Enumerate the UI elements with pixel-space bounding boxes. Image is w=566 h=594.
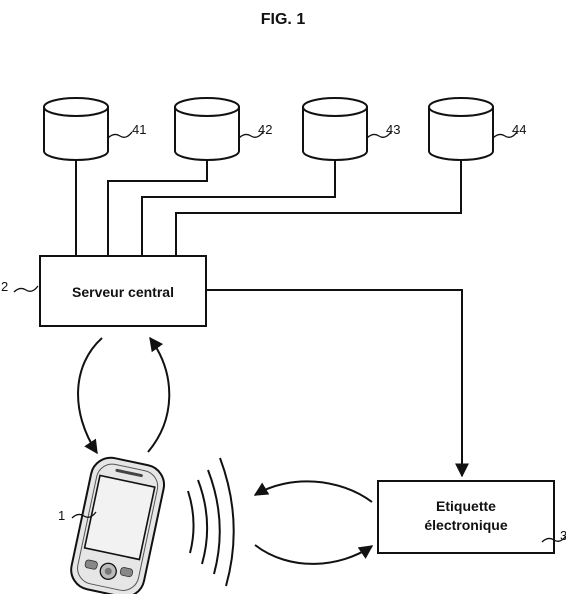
phone-to-tag-arrow (254, 544, 374, 565)
database-ref-44: 44 (512, 122, 526, 137)
database-ref-43: 43 (386, 122, 400, 137)
server-ref: 2 (1, 279, 8, 294)
database-42: 42 (174, 97, 272, 161)
tag-label-line2: électronique (424, 517, 507, 533)
database-links (75, 160, 462, 256)
database-44: 44 (428, 97, 526, 161)
server-to-tag-arrow (206, 289, 469, 478)
speaker-icon (115, 468, 143, 478)
phone-ref-leader (71, 511, 97, 519)
phone-ref: 1 (58, 508, 65, 523)
wireless-waves (187, 457, 235, 587)
phone-to-server-arrow (147, 336, 171, 453)
tag-label-line1: Etiquette (436, 498, 496, 514)
database-43: 43 (302, 97, 400, 161)
database-41: 41 (43, 97, 146, 161)
phone-screen (83, 474, 156, 561)
server-to-phone-arrow (77, 337, 103, 455)
mobile-phone (70, 456, 166, 594)
server-label: Serveur central (72, 284, 174, 300)
database-ref-42: 42 (258, 122, 272, 137)
database-ref-41: 41 (132, 122, 146, 137)
tag-ref: 3 (560, 528, 566, 543)
figure-title: FIG. 1 (261, 11, 306, 28)
tag-to-phone-arrow (253, 480, 373, 503)
electronic-tag: Etiquette électronique 3 (377, 480, 566, 554)
central-server: Serveur central 2 (1, 255, 207, 327)
